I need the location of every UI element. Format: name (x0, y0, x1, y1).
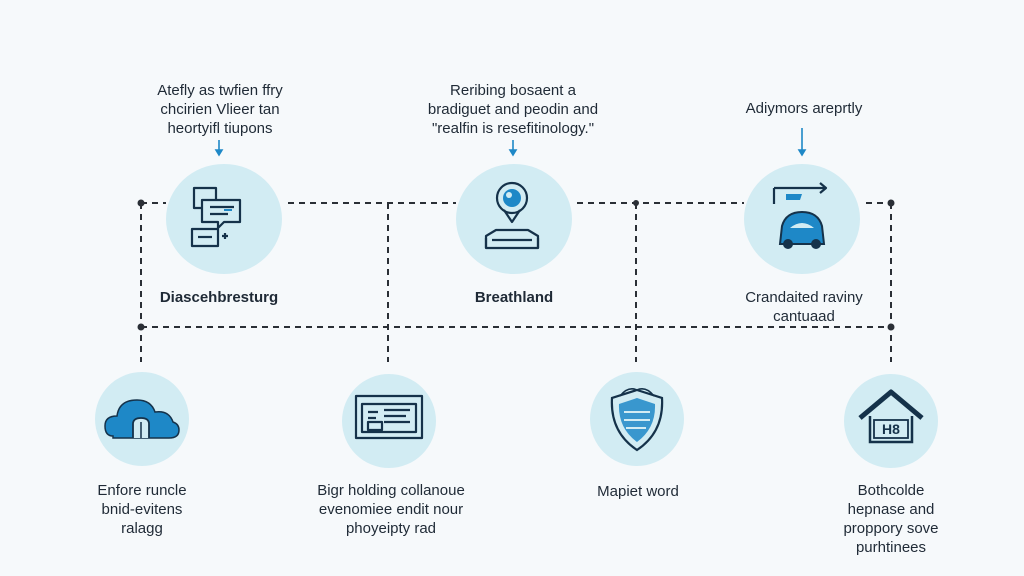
node-4-caption: Enfore runcle bnid-evitens ralagg (97, 482, 187, 537)
node-5-caption: Bigr holding collanoue evenomiee endit n… (317, 482, 465, 537)
node-7-caption: Bothcolde hepnase and proppory sove purh… (843, 482, 939, 556)
node-4-circle[interactable] (95, 372, 189, 466)
junction-dot (137, 199, 145, 207)
house-icon-text: H8 (882, 421, 900, 437)
node-2-caption: Reribing bosaent a bradiguet and peodin … (427, 82, 599, 137)
pointer-arrow-head (508, 149, 518, 157)
node-6-circle[interactable] (590, 372, 684, 466)
cloud-icon (104, 399, 180, 439)
document-screen-icon (354, 394, 424, 440)
node-1-caption: Atefly as twfien ffry chcirien Vlieer ta… (157, 82, 283, 137)
junction-dot (633, 200, 639, 206)
node-7-circle[interactable]: H8 (844, 374, 938, 468)
node-5-circle[interactable] (342, 374, 436, 468)
pointer-arrow-head (797, 149, 807, 157)
node-6-caption: Mapiet word (597, 483, 679, 500)
chat-bubbles-icon (190, 186, 242, 248)
lightbulb-icon (484, 181, 540, 250)
pointer-arrow-head (214, 149, 224, 157)
junction-dot (887, 323, 895, 331)
node-1-circle[interactable] (166, 164, 282, 274)
node-1-title: Diascehbresturg (159, 289, 279, 306)
node-3-circle[interactable] (744, 164, 860, 274)
house-icon: H8 (858, 389, 924, 444)
node-2-circle[interactable] (456, 164, 572, 274)
car-arrow-icon (772, 182, 828, 249)
junction-dot (137, 323, 145, 331)
node-3-title: Crandaited raviny cantuaad (745, 289, 863, 325)
junction-dot (887, 199, 895, 207)
shield-icon (610, 388, 664, 452)
node-3-caption: Adiymors areprtly (745, 100, 863, 117)
node-2-title: Breathland (474, 289, 554, 306)
